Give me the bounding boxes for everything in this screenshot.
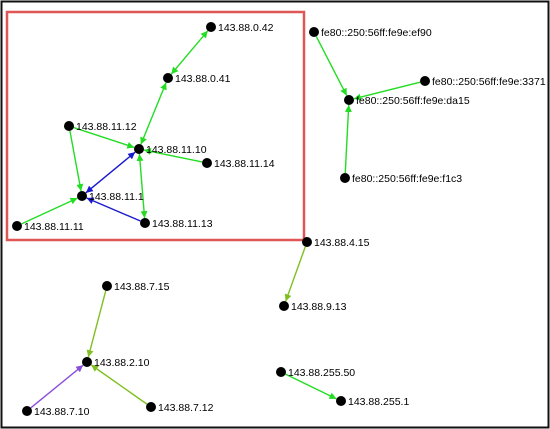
- selection-rectangle: [5, 10, 306, 242]
- edge-n4-n2[interactable]: [140, 82, 167, 145]
- edge-n5-n4[interactable]: [143, 147, 203, 163]
- node-label: fe80::250:56ff:fe9e:ef90: [321, 27, 432, 39]
- node-dot[interactable]: [420, 76, 430, 86]
- network-node[interactable]: fe80::250:56ff:fe9e:ef90: [309, 27, 432, 39]
- edge-n7-n4[interactable]: [136, 153, 148, 219]
- edge-layer: [21, 30, 421, 409]
- node-label: 143.88.11.11: [24, 221, 84, 233]
- edge-n12-n11[interactable]: [344, 104, 352, 174]
- node-dot[interactable]: [12, 221, 22, 231]
- edge-n15-n16[interactable]: [86, 290, 107, 358]
- node-label: fe80::250:56ff:fe9e:f1c3: [352, 173, 462, 185]
- edge-n19-n20[interactable]: [285, 373, 337, 400]
- edge-n13-n14[interactable]: [284, 246, 306, 302]
- edge-n9-n11[interactable]: [315, 36, 348, 96]
- node-label: fe80::250:56ff:fe9e:da15: [356, 95, 470, 107]
- network-node[interactable]: 143.88.11.11: [12, 221, 84, 233]
- node-label: 143.88.2.10: [94, 357, 150, 369]
- network-node[interactable]: 143.88.7.10: [22, 406, 90, 418]
- node-label: 143.88.11.13: [152, 218, 213, 230]
- edge-n3-n4[interactable]: [73, 126, 135, 149]
- node-dot[interactable]: [134, 144, 144, 154]
- node-dot[interactable]: [163, 73, 173, 83]
- node-dot[interactable]: [102, 281, 112, 291]
- node-dot[interactable]: [140, 218, 150, 228]
- network-node[interactable]: fe80::250:56ff:fe9e:f1c3: [340, 173, 462, 185]
- node-label: 143.88.255.1: [348, 396, 409, 408]
- node-label: 143.88.7.15: [114, 281, 170, 293]
- node-label: 143.88.11.10: [146, 144, 207, 156]
- node-label: 143.88.11.12: [76, 121, 137, 133]
- node-dot[interactable]: [202, 158, 212, 168]
- network-node[interactable]: 143.88.11.1: [77, 191, 144, 203]
- edge-n6-n4[interactable]: [85, 151, 136, 194]
- edge-n2-n1[interactable]: [170, 30, 209, 75]
- network-node[interactable]: fe80::250:56ff:fe9e:3371: [420, 76, 546, 88]
- edge-n3-n6[interactable]: [69, 130, 84, 192]
- network-node[interactable]: 143.88.11.14: [202, 158, 275, 170]
- node-dot[interactable]: [279, 301, 289, 311]
- network-node[interactable]: 143.88.11.10: [134, 144, 207, 156]
- network-node[interactable]: 143.88.11.13: [140, 218, 213, 230]
- network-node[interactable]: 143.88.0.42: [206, 22, 274, 34]
- node-label: 143.88.11.1: [89, 191, 144, 203]
- node-dot[interactable]: [340, 173, 350, 183]
- network-node[interactable]: 143.88.255.50: [276, 367, 355, 379]
- node-label: 143.88.11.14: [214, 158, 275, 170]
- network-node[interactable]: 143.88.2.10: [82, 357, 150, 369]
- node-label: 143.88.255.50: [288, 367, 355, 379]
- node-label: 143.88.9.13: [291, 301, 347, 313]
- edge-n17-n16[interactable]: [30, 364, 84, 409]
- node-label: 143.88.0.41: [175, 73, 231, 85]
- node-dot[interactable]: [82, 357, 92, 367]
- node-dot[interactable]: [344, 95, 354, 105]
- node-label: 143.88.7.12: [158, 402, 214, 414]
- network-node[interactable]: 143.88.255.1: [336, 396, 409, 408]
- node-dot[interactable]: [206, 22, 216, 32]
- node-dot[interactable]: [64, 121, 74, 131]
- edge-n18-n16[interactable]: [90, 364, 148, 405]
- edge-n6-n7[interactable]: [86, 197, 141, 222]
- node-dot[interactable]: [146, 402, 156, 412]
- node-dot[interactable]: [336, 396, 346, 406]
- node-dot[interactable]: [302, 237, 312, 247]
- network-node[interactable]: fe80::250:56ff:fe9e:da15: [344, 95, 470, 107]
- node-label: 143.88.7.10: [34, 406, 90, 418]
- node-label: 143.88.0.42: [218, 22, 274, 34]
- edge-n10-n11[interactable]: [353, 81, 421, 101]
- edge-n8-n6[interactable]: [21, 197, 78, 225]
- node-dot[interactable]: [22, 406, 32, 416]
- network-node[interactable]: 143.88.7.15: [102, 281, 170, 293]
- network-node[interactable]: 143.88.7.12: [146, 402, 214, 414]
- network-node[interactable]: 143.88.11.12: [64, 121, 137, 133]
- node-dot[interactable]: [309, 27, 319, 37]
- node-label: fe80::250:56ff:fe9e:3371: [432, 76, 546, 88]
- node-label: 143.88.4.15: [314, 237, 370, 249]
- node-dot[interactable]: [77, 191, 87, 201]
- network-node[interactable]: 143.88.0.41: [163, 73, 231, 85]
- node-layer: 143.88.0.42 143.88.0.41 143.88.11.12 143.88…: [12, 22, 546, 418]
- network-node[interactable]: 143.88.9.13: [279, 301, 347, 313]
- node-dot[interactable]: [276, 367, 286, 377]
- network-node[interactable]: 143.88.4.15: [302, 237, 370, 249]
